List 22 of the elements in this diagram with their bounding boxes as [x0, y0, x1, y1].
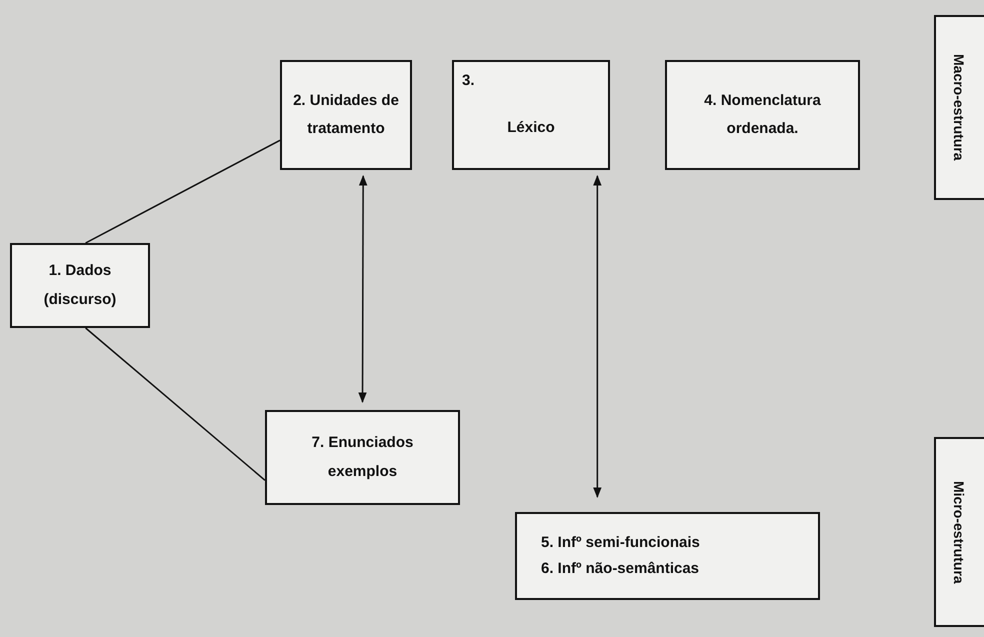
process-box	[10, 243, 150, 328]
process-box	[452, 60, 610, 170]
box-label: 2. Unidades de tratamento	[292, 90, 400, 139]
double-arrow	[358, 174, 368, 404]
box-label: 1. Dados (discurso)	[42, 261, 118, 310]
box-number: 3.	[462, 71, 475, 91]
process-box	[515, 512, 820, 600]
box-label: 7. Enunciados exemplos	[310, 433, 414, 482]
connector-line	[85, 140, 280, 244]
box-label: 4. Nomenclatura ordenada.	[703, 90, 822, 139]
process-box	[265, 410, 460, 505]
box-label: 6. Infº não-semânticas	[541, 559, 700, 579]
section-box	[934, 437, 984, 627]
process-box	[665, 60, 860, 170]
section-box	[934, 15, 984, 200]
section-label: Micro-estrutura	[950, 480, 968, 584]
box-label: Léxico	[507, 118, 555, 138]
process-box	[280, 60, 412, 170]
section-label: Macro-estrutura	[950, 54, 968, 161]
double-arrow	[593, 174, 602, 498]
box-label: 5. Infº semi-funcionais	[541, 532, 700, 552]
connector-line	[85, 327, 266, 481]
